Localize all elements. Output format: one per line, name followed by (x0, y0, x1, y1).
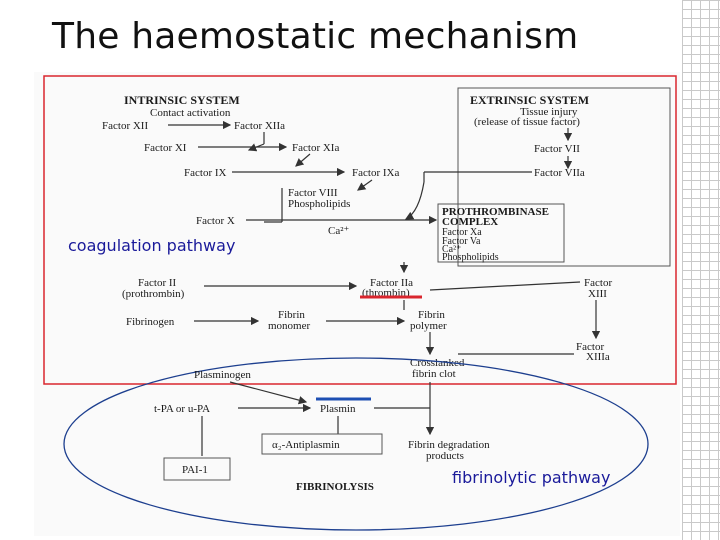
coagulation-box (43, 75, 677, 385)
factor-viia: Factor VIIa (534, 167, 585, 179)
factor-xiiia-2: XIIIa (586, 351, 610, 363)
fibrinolysis-heading: FIBRINOLYSIS (296, 481, 374, 493)
factor-iia: Factor IIa (370, 277, 413, 289)
antiplasmin-box (261, 433, 383, 455)
factor-xiia: Factor XIIa (234, 120, 285, 132)
fibrin-polymer-1: Fibrin (418, 309, 445, 321)
activators-label: t-PA or u-PA (154, 403, 210, 415)
prothrombin-label: (prothrombin) (122, 288, 185, 300)
coagulation-pathway-label: coagulation pathway (68, 236, 236, 255)
factor-xiii-2: XIII (588, 288, 607, 300)
arrow-xia-down (295, 153, 311, 167)
fdp-label-1: Fibrin degradation (408, 439, 490, 451)
crosslinked-clot-2: fibrin clot (412, 368, 456, 380)
fibrinogen-label: Fibrinogen (126, 316, 175, 328)
factor-xii: Factor XII (102, 120, 148, 132)
fibrinolytic-pathway-label: fibrinolytic pathway (452, 468, 611, 487)
arrow-plasminogen-plasmin (229, 381, 308, 405)
fibrin-monomer-1: Fibrin (278, 309, 305, 321)
haemostasis-diagram: INTRINSIC SYSTEM Contact activation Fact… (34, 72, 680, 536)
arrow-iia-xiii (429, 281, 581, 291)
prothrombinase-line-2: COMPLEX (442, 216, 498, 228)
prothrombinase-box (437, 203, 565, 263)
prothrombinase-line-1: PROTHROMBINASE (442, 206, 549, 218)
factor-xi: Factor XI (144, 142, 187, 154)
factor-xiiia-1: Factor (576, 341, 604, 353)
extrinsic-heading: EXTRINSIC SYSTEM (470, 93, 589, 107)
prothrombinase-line-6: Phospholipids (442, 252, 499, 263)
factor-xiii-1: Factor (584, 277, 612, 289)
antiplasmin-label: α₂-Antiplasmin (272, 439, 340, 451)
pai-box (163, 457, 231, 481)
extrinsic-subheading-2: (release of tissue factor) (474, 116, 580, 128)
arrow-to-prothrombinase (404, 181, 425, 220)
extrinsic-subheading-1: Tissue injury (520, 106, 578, 118)
fibrin-polymer-2: polymer (410, 320, 447, 332)
extrinsic-box (457, 87, 671, 267)
grid-paper-edge (682, 0, 720, 540)
intrinsic-subheading: Contact activation (150, 107, 231, 119)
factor-vii: Factor VII (534, 143, 580, 155)
prothrombinase-line-5: Ca²⁺ (442, 244, 461, 255)
calcium-label: Ca²⁺ (328, 225, 350, 237)
prothrombinase-line-4: Factor Va (442, 236, 481, 247)
plasmin-label: Plasmin (320, 403, 356, 415)
fibrin-monomer-2: monomer (268, 320, 310, 332)
fibrinolysis-ellipse (63, 357, 649, 531)
arrow-ixa-down (357, 179, 373, 191)
fdp-label-2: products (426, 450, 464, 462)
factor-ixa: Factor IXa (352, 167, 399, 179)
phospholipids-intrinsic: Phospholipids (288, 198, 350, 210)
slide-title: The haemostatic mechanism (52, 16, 579, 57)
factor-ix: Factor IX (184, 167, 227, 179)
intrinsic-heading: INTRINSIC SYSTEM (124, 93, 240, 107)
plasminogen-label: Plasminogen (194, 369, 251, 381)
factor-x: Factor X (196, 215, 235, 227)
prothrombinase-line-3: Factor Xa (442, 227, 482, 238)
factor-viii: Factor VIII (288, 187, 338, 199)
pai-label: PAI-1 (182, 464, 208, 476)
factor-ii: Factor II (138, 277, 177, 289)
factor-xia: Factor XIa (292, 142, 339, 154)
